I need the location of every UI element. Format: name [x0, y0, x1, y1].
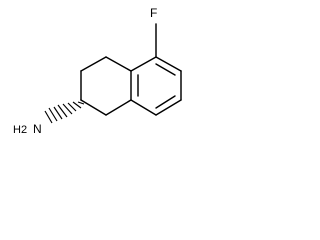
hashed-stereobond [44, 101, 85, 124]
bond-c4-c4a [105, 99, 132, 116]
bond-c5-c4a [130, 99, 157, 116]
bond-c8a-c1 [105, 56, 132, 72]
molecule-structure: F N H2 [13, 6, 182, 136]
bond-c8a-c8 [130, 56, 157, 72]
structure-canvas: F N H2 [0, 0, 201, 140]
double-bond-c6-c5 [155, 95, 176, 109]
bond-c1-c2 [80, 56, 107, 72]
fluorine-label: F [150, 6, 157, 20]
bond-c6-c5 [155, 99, 182, 116]
amine-hydrogens-label: H2 [13, 124, 27, 136]
bond-c8-c7 [155, 56, 182, 72]
amine-nitrogen-label: N [33, 122, 42, 136]
double-bond-c8-c7 [155, 63, 176, 76]
bond-c3-c4 [80, 99, 107, 116]
